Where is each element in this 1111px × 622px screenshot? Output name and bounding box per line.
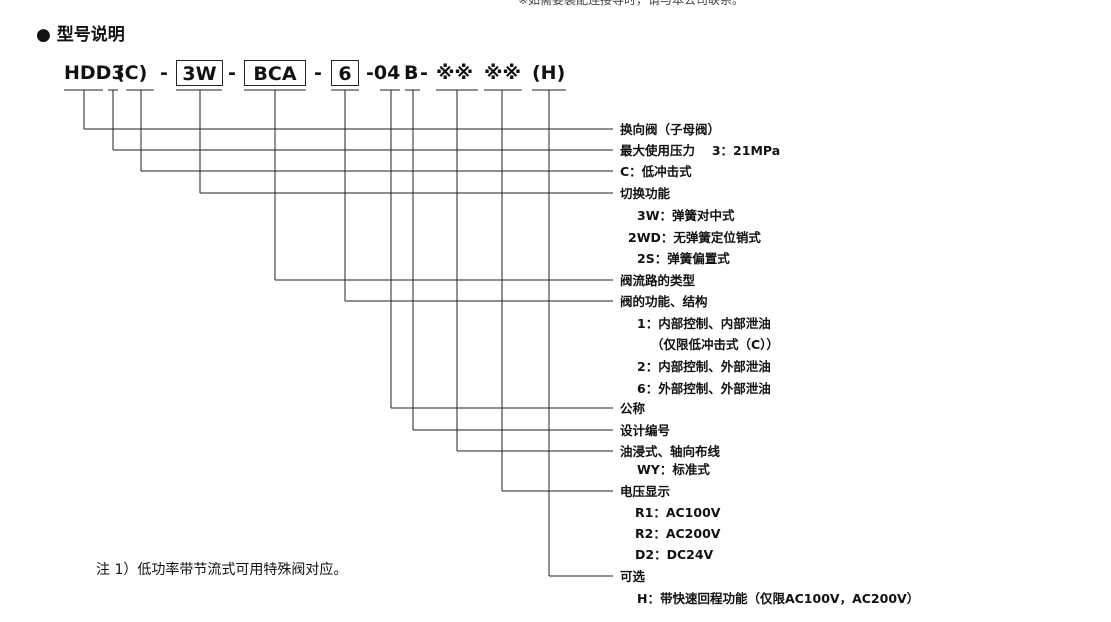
label-vf-1: 1：内部控制、内部泄油 bbox=[637, 316, 771, 331]
code-segment-bca: BCA bbox=[244, 60, 306, 86]
code-segment-mark2: ※※ bbox=[484, 62, 521, 84]
label-optional: 可选 bbox=[620, 569, 646, 584]
code-segment-hdd3: HDD3 bbox=[64, 62, 125, 84]
label-vf-2: 2：内部控制、外部泄油 bbox=[637, 359, 771, 374]
label-design-number: 设计编号 bbox=[620, 423, 671, 438]
code-segment-04: -04 bbox=[366, 62, 401, 84]
leader-lines bbox=[83, 90, 613, 577]
label-valve-function: 阀的功能、结构 bbox=[620, 294, 708, 309]
label-sw-2wd: 2WD：无弹簧定位销式 bbox=[628, 230, 761, 245]
label-r2: R2：AC200V bbox=[635, 526, 721, 541]
label-switching-function: 切换功能 bbox=[620, 186, 671, 201]
code-dash: - bbox=[420, 62, 428, 84]
code-dash: - bbox=[228, 62, 236, 84]
code-dash: - bbox=[160, 62, 168, 84]
code-dash: - bbox=[314, 62, 322, 84]
label-d2: D2：DC24V bbox=[635, 547, 714, 562]
label-sw-3w: 3W：弹簧对中式 bbox=[637, 208, 735, 223]
label-voltage: 电压显示 bbox=[620, 484, 671, 499]
code-segment-c: (C) bbox=[116, 62, 148, 84]
label-sw-2s: 2S：弹簧偏置式 bbox=[637, 251, 730, 266]
label-vf-6: 6：外部控制、外部泄油 bbox=[637, 381, 771, 396]
code-segment-3w: 3W bbox=[176, 60, 223, 86]
label-vf-1-note: （仅限低冲击式（C）） bbox=[651, 337, 779, 352]
label-low-shock: C：低冲击式 bbox=[620, 164, 692, 179]
label-directional-valve: 换向阀（子母阀） bbox=[620, 122, 721, 137]
footnote: 注 1）低功率带节流式可用特殊阀对应。 bbox=[96, 562, 348, 578]
label-r1: R1：AC100V bbox=[635, 505, 721, 520]
code-segment-b: B bbox=[404, 62, 419, 84]
label-h-option: H：带快速回程功能（仅限AC100V，AC200V） bbox=[637, 591, 920, 606]
section-title: ● 型号说明 bbox=[36, 25, 125, 45]
code-segment-6: 6 bbox=[331, 60, 359, 86]
code-segment-h: (H) bbox=[532, 62, 566, 84]
label-nominal: 公称 bbox=[620, 401, 646, 416]
code-segment-mark1: ※※ bbox=[436, 62, 473, 84]
label-flow-path-type: 阀流路的类型 bbox=[620, 273, 696, 288]
top-fragment-text: ※如需要装配连接等时，请与本公司联系。 bbox=[518, 0, 745, 7]
label-max-pressure: 最大使用压力 3：21MPa bbox=[620, 143, 781, 158]
label-oil-immersed: 油浸式、轴向布线 bbox=[620, 444, 721, 459]
label-wy: WY：标准式 bbox=[637, 462, 710, 477]
